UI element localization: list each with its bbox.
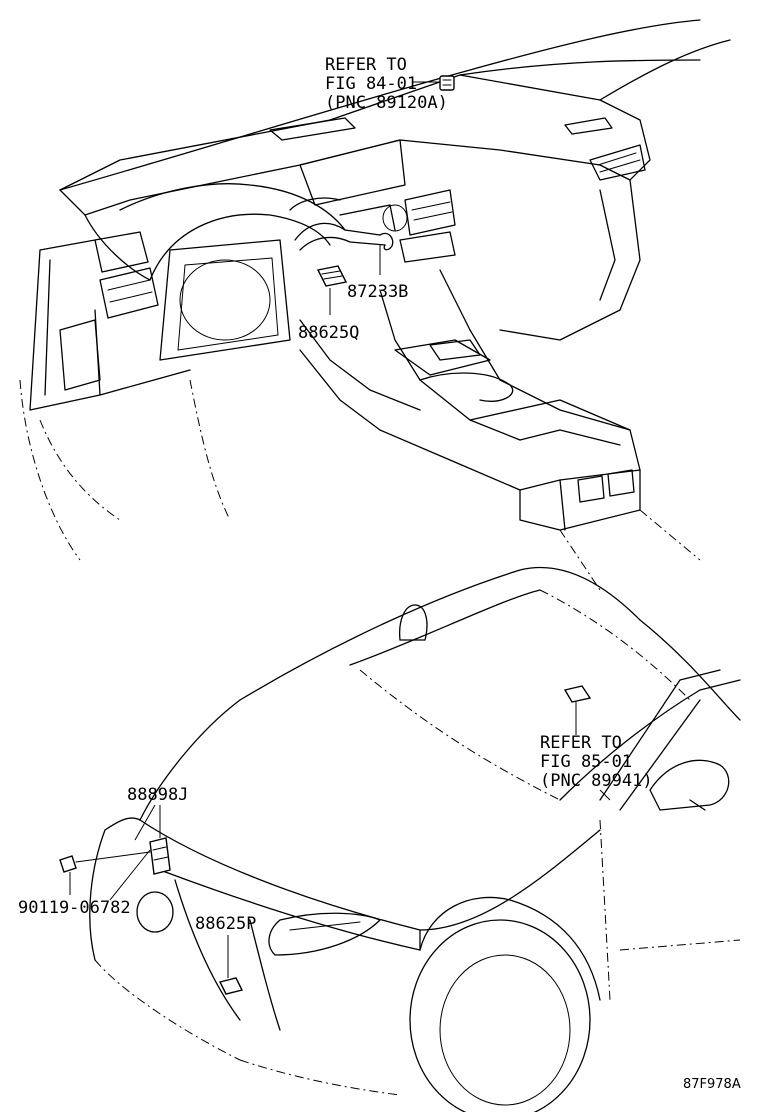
part-88898j-bracket (149, 837, 171, 875)
ref-fig-84-line2: FIG 84-01 (325, 74, 417, 94)
part-89120a-sensor (439, 75, 455, 91)
ref-fig-85-line2: FIG 85-01 (540, 752, 632, 772)
label-88625q: 88625Q (298, 323, 359, 343)
leader-90119-b (109, 849, 151, 901)
ref-fig-85-line1: REFER TO (540, 733, 622, 753)
leader-88898j-a (134, 804, 156, 841)
part-90119-bolt (59, 851, 151, 873)
leader-89941-b (599, 789, 611, 801)
label-88625p: 88625P (195, 914, 256, 934)
figure-code: 87F978A (683, 1077, 741, 1092)
label-90119: 90119-06782 (18, 898, 131, 918)
ref-fig-84-line3: (PNC 89120A) (325, 93, 448, 113)
ref-fig-84-line1: REFER TO (325, 55, 407, 75)
part-88625p-sensor (218, 977, 244, 995)
part-88625q-sensor (316, 265, 348, 287)
dashboard-illustration (19, 19, 731, 591)
car-front-illustration (89, 566, 741, 1112)
label-88898j: 88898J (127, 785, 188, 805)
ref-fig-85-line3: (PNC 89941) (540, 771, 653, 791)
label-87233b: 87233B (347, 282, 408, 302)
